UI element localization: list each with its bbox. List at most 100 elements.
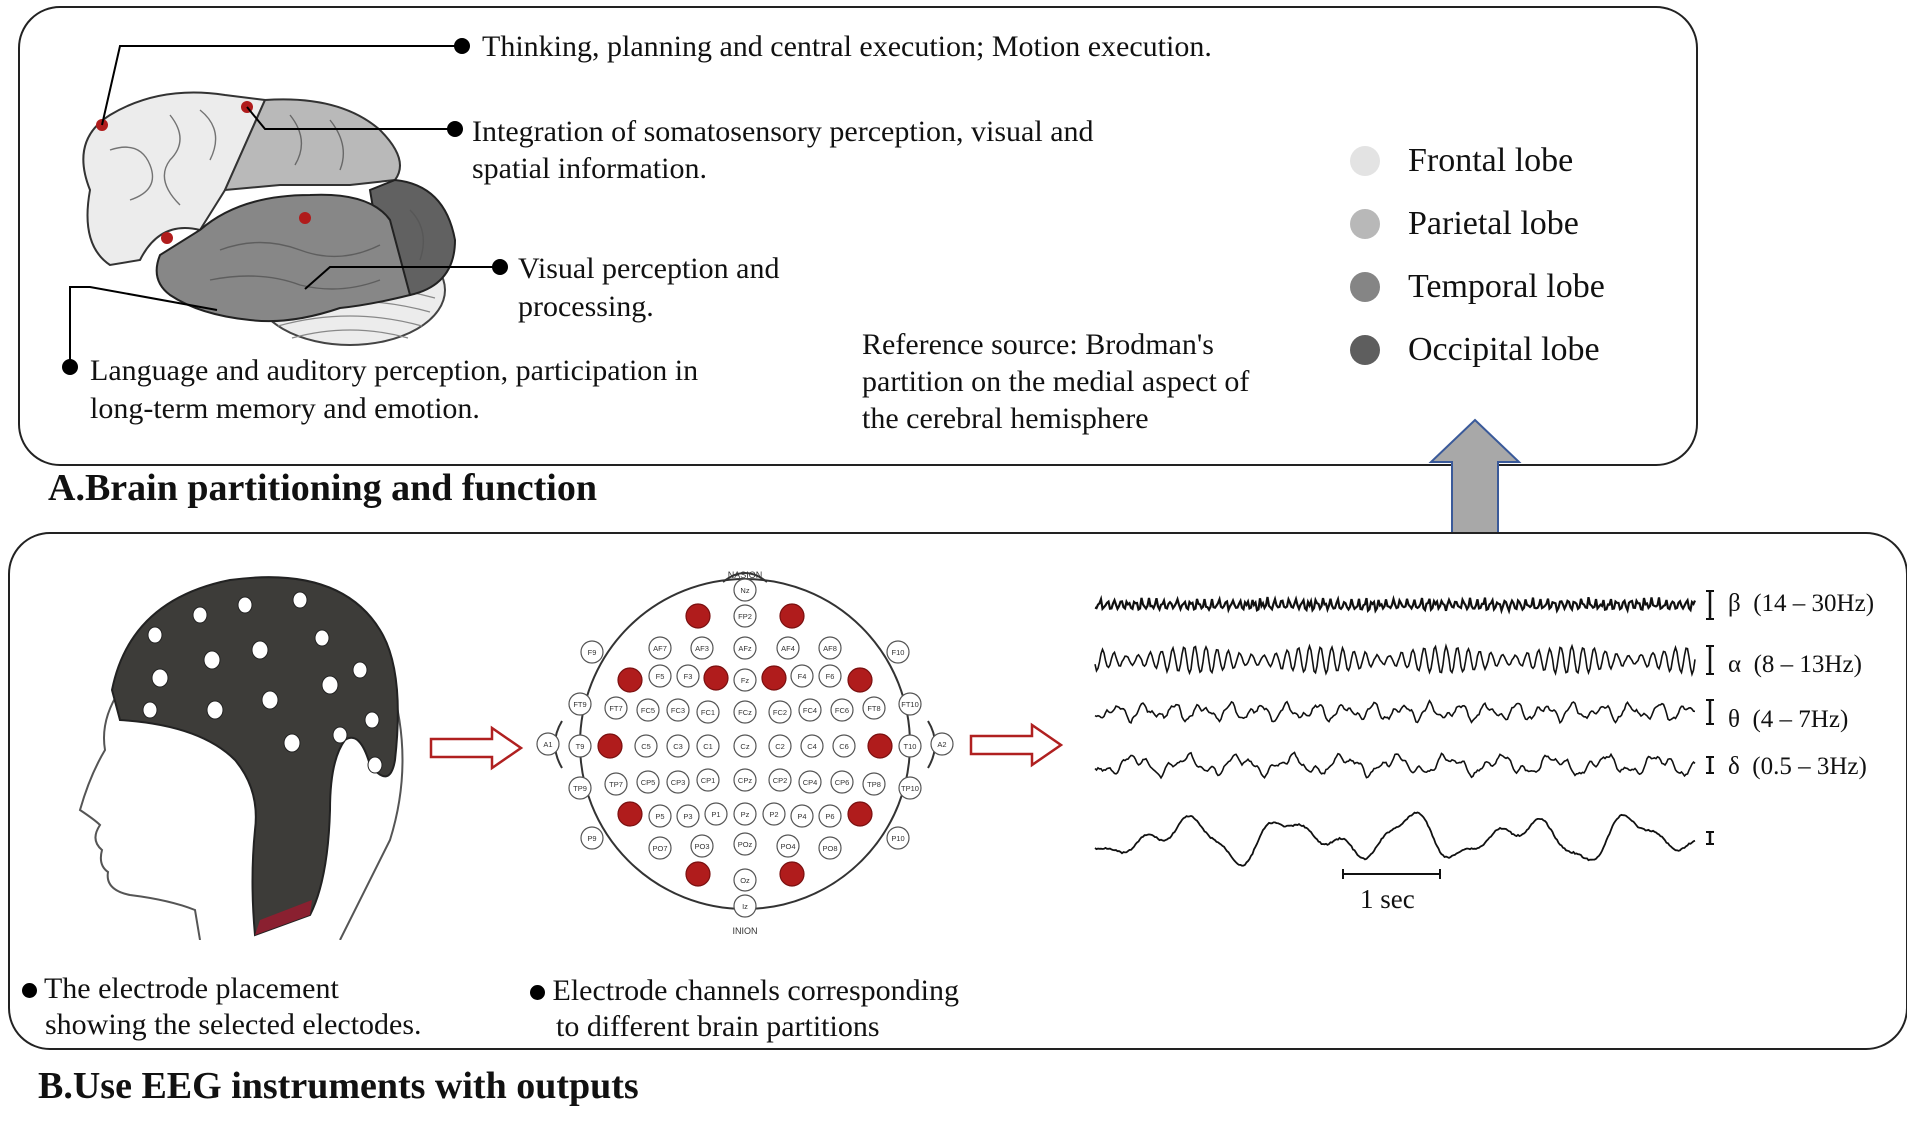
svg-text:PO7: PO7	[652, 844, 667, 853]
electrode-c3: C3	[666, 734, 690, 758]
svg-text:CP2: CP2	[773, 776, 788, 785]
reference-source-3: the cerebral hemisphere	[862, 402, 1149, 435]
electrode-ft10: FT10	[898, 692, 922, 716]
occipital-function-text-1: Visual perception and	[518, 252, 780, 285]
svg-text:PO8: PO8	[822, 844, 837, 853]
svg-text:A2: A2	[937, 740, 946, 749]
svg-text:C5: C5	[641, 742, 651, 751]
legend-temporal: Temporal lobe	[1350, 268, 1605, 306]
band-delta-range: (0.5 – 3Hz)	[1752, 753, 1867, 780]
electrode-a1: A1	[536, 732, 560, 756]
electrode-tp7: TP7	[604, 772, 628, 796]
electrode-p4: P4	[790, 804, 814, 828]
svg-text:AFz: AFz	[738, 644, 752, 653]
electrode-p9: P9	[580, 826, 604, 850]
svg-text:Iz: Iz	[742, 902, 748, 911]
legend-parietal: Parietal lobe	[1350, 205, 1579, 243]
electrode-f8	[847, 667, 873, 693]
electrode-fc2: FC2	[768, 700, 792, 724]
svg-text:P10: P10	[891, 834, 904, 843]
svg-text:FC3: FC3	[671, 706, 685, 715]
electrode-fcz: FCz	[733, 700, 757, 724]
svg-text:TP7: TP7	[609, 780, 623, 789]
svg-text:Cz: Cz	[740, 742, 749, 751]
band-alpha-symbol: α	[1728, 651, 1742, 678]
electrode-fc4: FC4	[798, 698, 822, 722]
section-b-title: B.Use EEG instruments with outputs	[38, 1065, 639, 1107]
legend-swatch-temporal	[1350, 272, 1380, 302]
electrode-af3: AF3	[690, 636, 714, 660]
caption-mid-line1: Electrode channels corresponding	[552, 974, 960, 1007]
electrode-tp8: TP8	[862, 772, 886, 796]
right-arrow-icon-2	[969, 722, 1064, 768]
svg-text:T9: T9	[576, 742, 585, 751]
svg-text:FC2: FC2	[773, 708, 787, 717]
band-theta: θ (4 – 7Hz)	[1728, 706, 1848, 734]
electrode-f1	[703, 665, 729, 691]
electrode-t9: T9	[568, 734, 592, 758]
svg-text:C3: C3	[673, 742, 683, 751]
svg-text:Fz: Fz	[741, 676, 750, 685]
svg-text:AF7: AF7	[653, 644, 667, 653]
electrode-fp1	[685, 603, 711, 629]
caption-electrode-channels: Electrode channels corresponding	[530, 972, 959, 1009]
band-alpha-range: (8 – 13Hz)	[1753, 651, 1862, 678]
svg-text:AF8: AF8	[823, 644, 837, 653]
electrode-a2: A2	[930, 732, 954, 756]
svg-text:POz: POz	[738, 840, 753, 849]
electrode-cp6: CP6	[830, 770, 854, 794]
svg-text:FC1: FC1	[701, 708, 715, 717]
parietal-function-text-2: spatial information.	[472, 152, 707, 185]
svg-text:CP5: CP5	[641, 778, 656, 787]
svg-text:C4: C4	[807, 742, 817, 751]
electrode-iz: Iz	[733, 894, 757, 918]
legend-label-temporal: Temporal lobe	[1408, 268, 1605, 305]
svg-text:A1: A1	[543, 740, 552, 749]
electrode-c5: C5	[634, 734, 658, 758]
reference-source-2: partition on the medial aspect of	[862, 365, 1250, 398]
svg-text:C6: C6	[839, 742, 849, 751]
electrode-f6: F6	[818, 664, 842, 688]
electrode-p10: P10	[886, 826, 910, 850]
bullet-icon	[530, 985, 545, 1000]
electrode-fp2: FP2	[733, 604, 757, 628]
parietal-function-text-1: Integration of somatosensory perception,…	[472, 115, 1094, 148]
electrode-afz: AFz	[733, 636, 757, 660]
electrode-f10: F10	[886, 640, 910, 664]
band-theta-symbol: θ	[1728, 706, 1740, 733]
svg-text:P9: P9	[587, 834, 596, 843]
electrode-ft8: FT8	[862, 696, 886, 720]
svg-text:P4: P4	[797, 812, 806, 821]
occipital-function-text-2: processing.	[518, 290, 654, 323]
svg-text:F10: F10	[892, 648, 905, 657]
electrode-fz: Fz	[733, 668, 757, 692]
svg-text:TP9: TP9	[573, 784, 587, 793]
svg-text:FC4: FC4	[803, 706, 817, 715]
svg-text:CPz: CPz	[738, 776, 752, 785]
svg-text:TP8: TP8	[867, 780, 881, 789]
eeg-trace-alpha	[1094, 643, 1696, 678]
electrode-c2: C2	[768, 734, 792, 758]
svg-text:P1: P1	[711, 810, 720, 819]
electrode-nz: Nz	[733, 578, 757, 602]
time-scale-label: 1 sec	[1360, 884, 1415, 914]
electrode-af4: AF4	[776, 636, 800, 660]
legend-label-frontal: Frontal lobe	[1408, 142, 1574, 179]
electrode-tp9: TP9	[568, 776, 592, 800]
electrode-f2	[761, 665, 787, 691]
legend-frontal: Frontal lobe	[1350, 142, 1573, 180]
legend-swatch-frontal	[1350, 146, 1380, 176]
caption-electrode-placement: The electrode placement	[22, 970, 339, 1007]
electrode-cp1: CP1	[696, 768, 720, 792]
electrode-po3: PO3	[690, 834, 714, 858]
svg-text:P5: P5	[655, 812, 664, 821]
electrode-cp2: CP2	[768, 768, 792, 792]
caption-left-line2: showing the selected electodes.	[45, 1008, 422, 1041]
electrode-fc3: FC3	[666, 698, 690, 722]
svg-text:AF4: AF4	[781, 644, 795, 653]
electrode-cp3: CP3	[666, 770, 690, 794]
svg-text:F5: F5	[656, 672, 665, 681]
electrode-pz: Pz	[733, 802, 757, 826]
